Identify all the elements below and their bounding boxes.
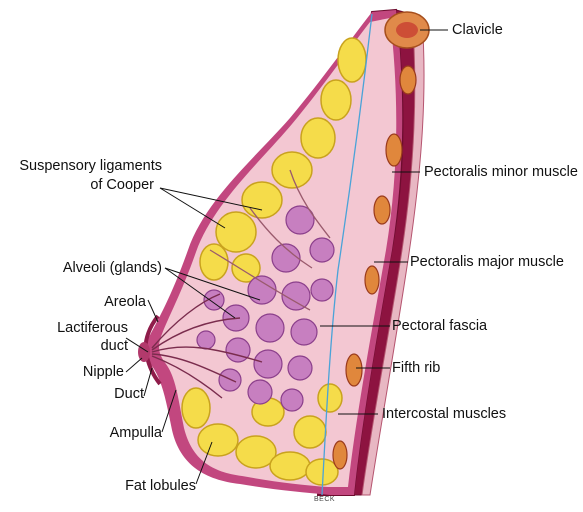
label-alveoli: Alveoli (glands) — [62, 260, 162, 276]
label-duct: Duct — [114, 386, 144, 402]
label-suspensory-line1: Suspensory ligaments — [19, 158, 162, 174]
label-clavicle: Clavicle — [452, 22, 503, 38]
label-intercostal: Intercostal muscles — [382, 406, 507, 422]
illustrator-credit: BECK — [314, 496, 336, 503]
label-pectoralis-major: Pectoralis major muscle — [410, 254, 564, 270]
label-pectoralis-minor: Pectoralis minor muscle — [424, 164, 578, 180]
nipple — [138, 342, 150, 362]
label-suspensory-line2: of Cooper — [90, 177, 154, 193]
pectoral-fascia-line — [321, 13, 373, 496]
label-areola: Areola — [104, 294, 146, 310]
label-fat-lobules: Fat lobules — [125, 478, 196, 494]
label-nipple: Nipple — [82, 364, 124, 380]
fat-lobules-group — [181, 37, 367, 486]
chest-wall-edge — [361, 13, 425, 496]
lactiferous-ducts — [151, 293, 263, 399]
label-lactiferous-line2: duct — [100, 338, 128, 354]
label-pectoral-fascia: Pectoral fascia — [392, 318, 488, 334]
label-fifth-rib: Fifth rib — [392, 360, 441, 376]
leader-lines — [125, 29, 448, 485]
label-ampulla: Ampulla — [109, 425, 162, 441]
alveoli-group — [196, 205, 335, 412]
suspensory-ligaments — [209, 169, 331, 311]
ribs-group — [332, 65, 417, 470]
label-lactiferous-line1: Lactiferous — [57, 320, 128, 336]
